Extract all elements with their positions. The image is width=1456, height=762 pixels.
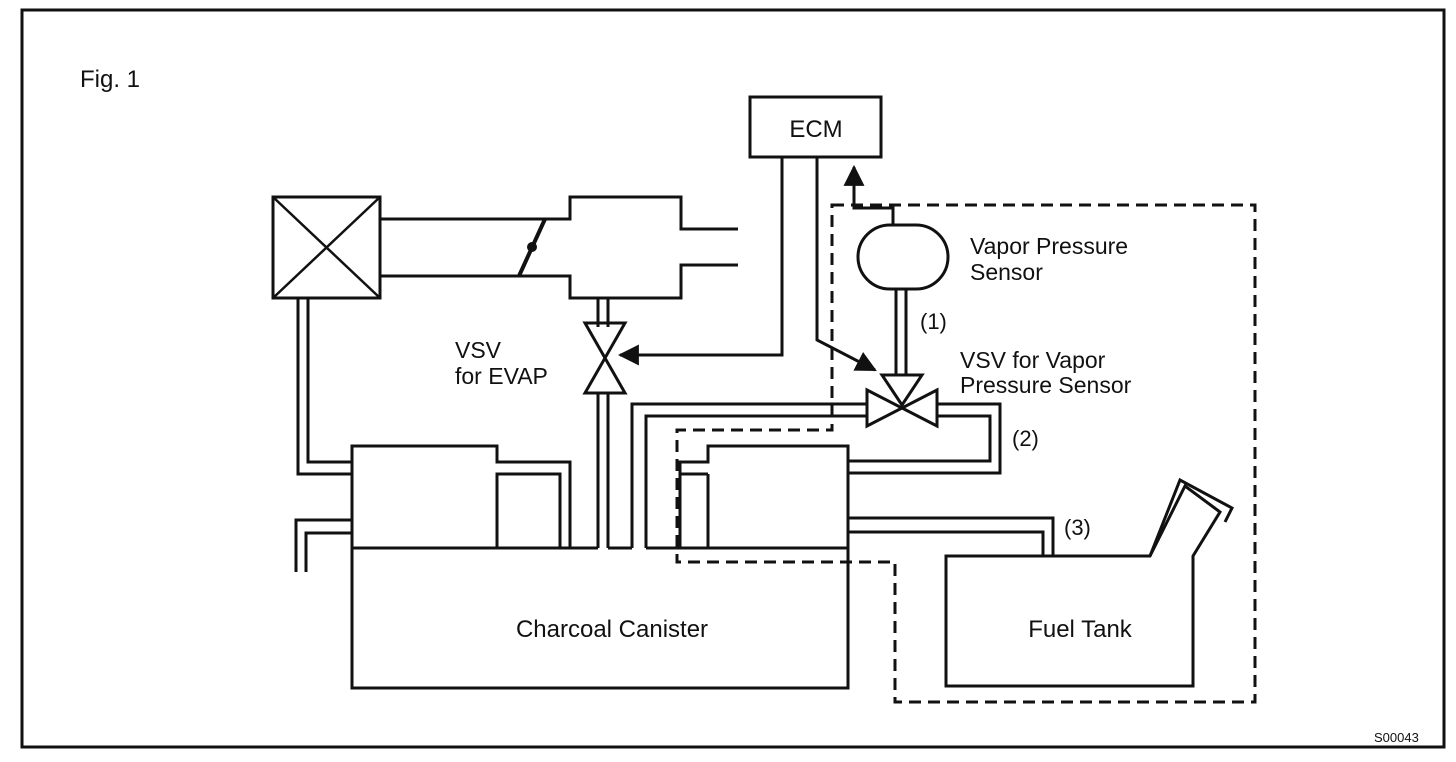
vapor-pressure-sensor-label-line1: Vapor Pressure [970, 233, 1128, 259]
vsv-evap-label-line2: for EVAP [455, 363, 548, 389]
throttle-body [380, 195, 738, 300]
fuel-tank-label: Fuel Tank [1028, 616, 1133, 643]
ecm-to-vsv-evap-wire [617, 157, 784, 366]
dashed-boundary [675, 203, 1257, 704]
vapor-pressure-sensor-label-line2: Sensor [970, 259, 1043, 285]
charcoal-canister-label: Charcoal Canister [516, 616, 708, 643]
sensor-to-ecm-wire [843, 164, 895, 225]
vsv-vapor-pressure-sensor-valve [865, 373, 939, 429]
ecm-box: ECM [748, 95, 883, 159]
figure-code: S00043 [1374, 730, 1419, 745]
hose-3-inner [848, 530, 1045, 556]
hose-2-inner [848, 414, 992, 463]
canister-air-inlet-inner [304, 531, 352, 572]
vapor-pressure-sensor [856, 223, 950, 291]
figure-title: Fig. 1 [80, 66, 140, 93]
canister-right-inner [680, 472, 710, 548]
vsv-vps-canister-line [630, 402, 867, 548]
ecm-label: ECM [789, 116, 842, 143]
hose-1-label: (1) [920, 309, 947, 334]
canister-right-chamber [678, 444, 850, 548]
canister-air-inlet [294, 518, 352, 572]
vsv-vps-label-line1: VSV for Vapor [960, 347, 1106, 373]
vsv-evap-label-line1: VSV [455, 337, 502, 363]
air-cleaner-hose [296, 298, 352, 476]
vsv-vps-label-line2: Pressure Sensor [960, 372, 1132, 398]
figure-frame [20, 8, 1446, 749]
hose-3 [848, 516, 1055, 556]
hose-3-label: (3) [1064, 515, 1091, 540]
ecm-to-vsv-vps-wire [815, 157, 877, 372]
hose-1 [894, 289, 908, 375]
air-cleaner-hose-inner [306, 298, 352, 464]
vsv-vps-canister-line-inner [644, 414, 867, 548]
canister-left-chamber [495, 472, 562, 548]
throttle-shaft [527, 242, 537, 252]
air-cleaner [271, 195, 382, 300]
hose-2 [848, 402, 1002, 475]
vsv-evap-valve [582, 321, 628, 395]
charcoal-canister-outline [350, 444, 850, 690]
fuel-filler-neck [1148, 477, 1234, 557]
hose-2-label: (2) [1012, 426, 1039, 451]
